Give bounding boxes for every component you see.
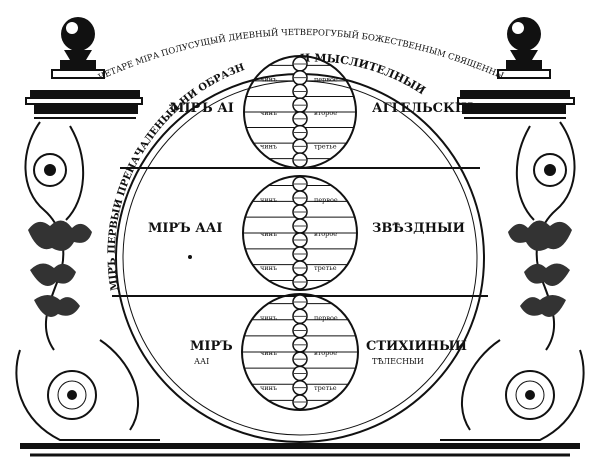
order-label: третье — [314, 143, 337, 151]
rank-label: чинъ — [260, 230, 277, 238]
order-label: первое — [314, 314, 338, 322]
rank-label: чинъ — [260, 109, 277, 117]
order-label: третье — [314, 384, 337, 392]
world-globe-3: первое чинъ второе чинъ третье чинъ — [241, 293, 359, 411]
order-label: первое — [314, 75, 338, 83]
left-finial — [51, 17, 105, 79]
rank-label: чинъ — [260, 196, 277, 204]
world-3-left-label: МІРЪ — [190, 339, 233, 354]
world-1-left-label: МІРЪ АІ — [170, 101, 234, 116]
base-left — [15, 339, 160, 441]
order-label: первое — [314, 196, 338, 204]
world-1-right-label: АГГЕЛЬСКІИ — [372, 101, 473, 116]
world-3-right-label: СТИХІИНЫИ — [366, 339, 467, 354]
right-pillar — [508, 121, 576, 351]
right-entablature — [457, 90, 575, 119]
right-finial — [497, 17, 551, 79]
rank-label: чинъ — [260, 384, 277, 392]
rank-label: чинъ — [260, 314, 277, 322]
world-globe-1: первое чинъ второе чинъ третье чинъ — [243, 55, 357, 169]
world-2-right-label: ЗВѢЗДНЫИ — [372, 221, 465, 236]
order-label: второе — [314, 230, 337, 238]
ink-dot — [188, 255, 192, 259]
rank-label: чинъ — [260, 264, 277, 272]
order-label: второе — [314, 349, 337, 357]
order-label: третье — [314, 264, 337, 272]
central-column: первое чинъ второе чинъ третье чинъ первое чинъ… — [241, 55, 359, 411]
base-right — [440, 339, 585, 441]
world-globe-2: первое чинъ второе чинъ третье чинъ — [242, 175, 358, 291]
rank-label: чинъ — [260, 349, 277, 357]
world-3-left-sublabel: ААІ — [194, 357, 209, 366]
left-entablature — [25, 90, 143, 119]
world-3-right-sublabel: ТѢЛЕСНЫИ — [372, 357, 424, 366]
left-pillar — [24, 121, 92, 351]
rank-label: чинъ — [260, 143, 277, 151]
world-2-left-label: МІРЪ ААІ — [148, 221, 222, 236]
order-label: второе — [314, 109, 337, 117]
rank-label: чинъ — [260, 75, 277, 83]
